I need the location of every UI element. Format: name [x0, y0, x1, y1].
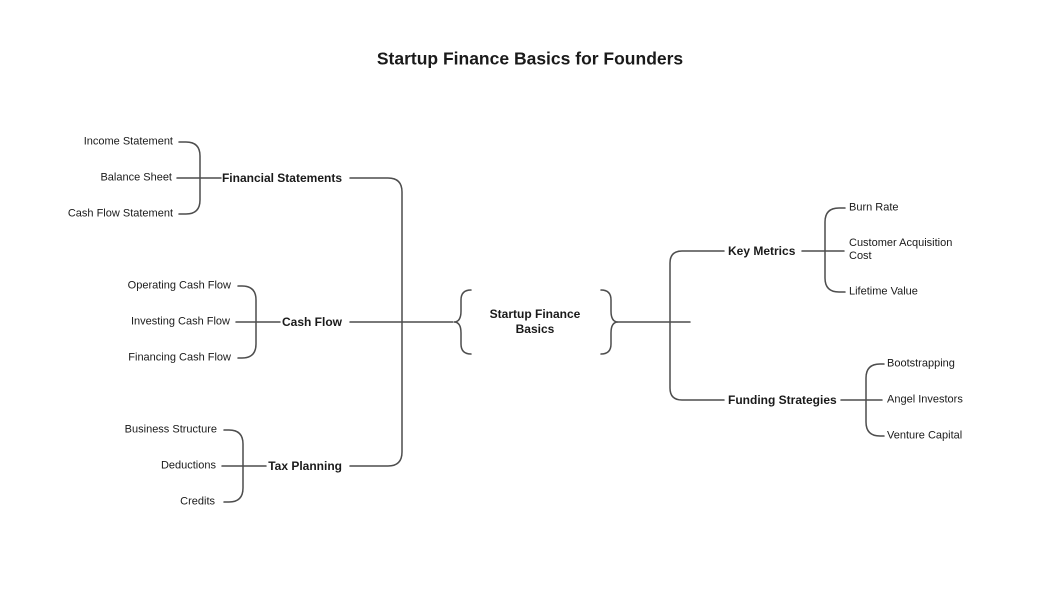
- branch-key-metrics: Key Metrics: [728, 243, 796, 258]
- right-curly-brace: [600, 289, 619, 355]
- connector-keymetrics-children-bracket: [824, 207, 846, 293]
- node-lifetime-value: Lifetime Value: [849, 285, 918, 298]
- node-financing-cash-flow: Financing Cash Flow: [128, 351, 231, 364]
- branch-cash-flow: Cash Flow: [281, 314, 342, 329]
- node-cash-flow-statement: Cash Flow Statement: [67, 207, 173, 220]
- branch-tax-planning: Tax Planning: [268, 458, 342, 473]
- branch-funding-strategies: Funding Strategies: [728, 392, 837, 407]
- node-operating-cash-flow: Operating Cash Flow: [127, 279, 231, 292]
- node-business-structure: Business Structure: [124, 423, 217, 436]
- node-credits: Credits: [180, 495, 215, 508]
- node-venture-capital: Venture Capital: [887, 429, 963, 442]
- node-balance-sheet: Balance Sheet: [100, 171, 172, 184]
- branch-financial-statements: Financial Statements: [221, 170, 342, 185]
- node-burn-rate: Burn Rate: [849, 201, 899, 214]
- node-investing-cash-flow: Investing Cash Flow: [130, 315, 230, 328]
- node-bootstrapping: Bootstrapping: [887, 357, 955, 370]
- connector-right-main-bracket: [669, 250, 725, 401]
- node-angel-investors: Angel Investors: [887, 393, 963, 406]
- root-node: Startup Finance Basics: [489, 307, 581, 336]
- node-income-statement: Income Statement: [83, 135, 173, 148]
- node-customer-acquisition-cost: Customer Acquisition Cost: [849, 237, 953, 262]
- node-deductions: Deductions: [160, 459, 216, 472]
- diagram-title: Startup Finance Basics for Founders: [376, 48, 684, 69]
- left-curly-brace: [453, 289, 472, 355]
